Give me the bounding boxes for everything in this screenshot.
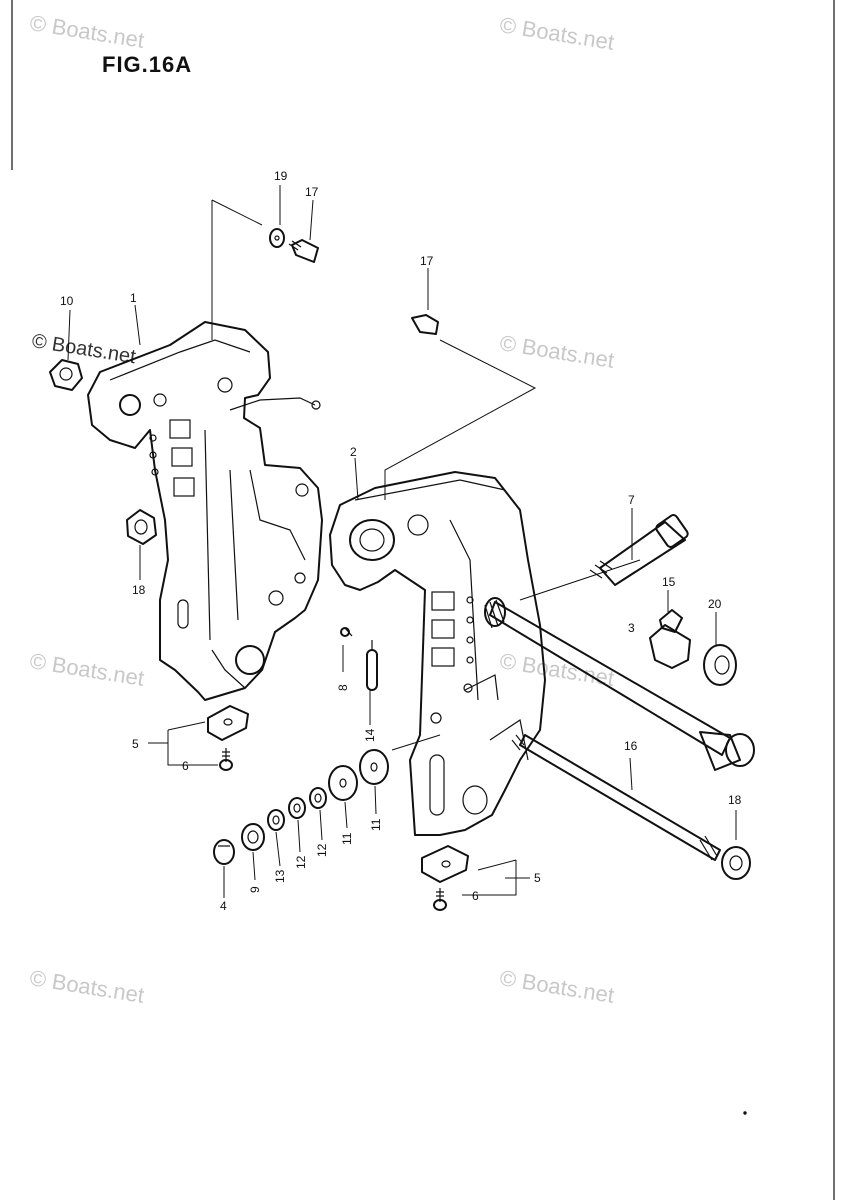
callout-12: 12: [315, 843, 329, 857]
pin-8: [340, 627, 353, 637]
clamp-bracket-left: [87, 321, 323, 701]
leader-lines: [67, 185, 737, 898]
tube-long: [484, 597, 755, 771]
bolt-7: [589, 514, 689, 586]
swivel-bracket-right: [329, 471, 546, 836]
callout-9: 9: [248, 886, 262, 893]
callout-1: 1: [130, 291, 137, 305]
washer-11b: [359, 749, 389, 785]
callout-16: 16: [624, 739, 638, 753]
plate-5-right: [421, 845, 469, 883]
washer-11a: [328, 765, 358, 801]
callout-5: 5: [534, 871, 541, 885]
callout-11: 11: [369, 818, 383, 831]
callout-18: 18: [728, 793, 742, 807]
bushing-3: [649, 624, 691, 669]
callout-17: 17: [305, 185, 319, 199]
callout-7: 7: [628, 493, 635, 507]
callout-17: 17: [420, 254, 434, 268]
tie-rod-16: [511, 734, 721, 861]
callout-14: 14: [363, 728, 377, 742]
callout-11: 11: [340, 832, 354, 845]
callout-13: 13: [273, 869, 287, 883]
bushing-20: [703, 644, 737, 686]
cap-4: [213, 839, 235, 865]
washer-12a: [288, 797, 306, 819]
callout-20: 20: [708, 597, 722, 611]
nut-9: [241, 823, 265, 851]
spring-14: [366, 640, 378, 691]
nut-10: [49, 359, 83, 391]
nut-18-left: [126, 509, 157, 545]
washer-12b: [309, 787, 327, 809]
callout-6: 6: [472, 889, 479, 903]
callout-2: 2: [350, 445, 357, 459]
screw-17-middle: [411, 314, 439, 335]
washer-13: [267, 809, 285, 831]
callout-15: 15: [662, 575, 676, 589]
callout-19: 19: [274, 169, 288, 183]
callout-labels: 19 17 17 10 1 2 7 18 15 20 3 8 14 5 6 16…: [60, 169, 742, 913]
screw-6-right: [433, 888, 447, 911]
callout-12: 12: [294, 855, 308, 869]
figure-title: FIG.16A: [102, 52, 193, 77]
callout-5: 5: [132, 737, 139, 751]
nut-18-right: [721, 846, 751, 880]
plate-5-left: [207, 705, 249, 741]
callout-10: 10: [60, 294, 74, 308]
scan-speck: [743, 1111, 747, 1115]
screw-17-top: [288, 239, 319, 263]
callout-3: 3: [628, 621, 635, 635]
callout-4: 4: [220, 899, 227, 913]
screw-6-left: [219, 748, 233, 771]
callout-8: 8: [336, 684, 350, 691]
callout-18: 18: [132, 583, 146, 597]
washer-19: [269, 228, 285, 248]
callout-6: 6: [182, 759, 189, 773]
